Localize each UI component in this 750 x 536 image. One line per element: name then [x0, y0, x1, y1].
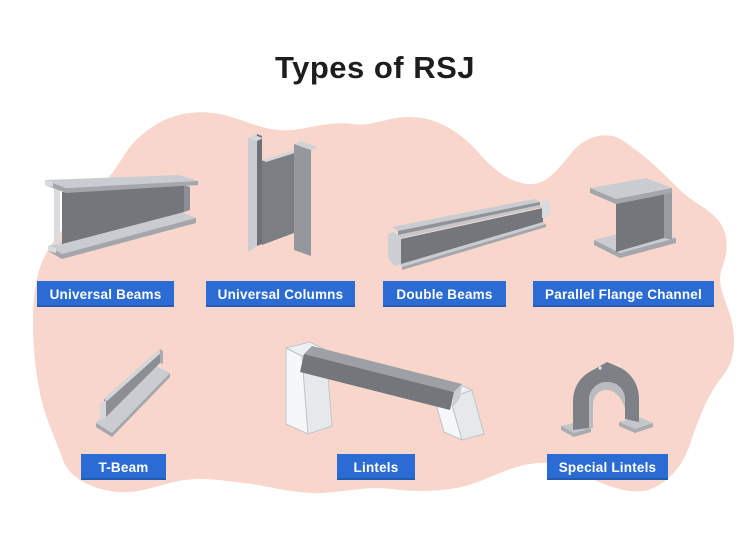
- lintel-illustration: [284, 341, 485, 441]
- label-text: Universal Columns: [217, 286, 344, 302]
- universal-column-illustration: [248, 134, 318, 256]
- universal-beam-illustration: [45, 175, 198, 259]
- label-parallel-flange-channel: Parallel Flange Channel: [533, 281, 714, 307]
- label-universal-columns: Universal Columns: [206, 281, 355, 307]
- special-lintel-illustration: [561, 362, 653, 437]
- label-text: Double Beams: [396, 286, 493, 302]
- lintel-beam: [300, 346, 462, 410]
- label-text: Parallel Flange Channel: [545, 286, 702, 302]
- bolt-hole-right: [617, 363, 621, 367]
- page-title: Types of RSJ: [274, 50, 476, 85]
- label-text: Special Lintels: [558, 459, 657, 475]
- label-text: Lintels: [353, 459, 399, 475]
- bolt-hole-left: [598, 366, 602, 370]
- label-lintels: Lintels: [337, 454, 415, 480]
- label-double-beams: Double Beams: [383, 281, 506, 307]
- label-universal-beams: Universal Beams: [37, 281, 174, 307]
- label-t-beam: T-Beam: [81, 454, 166, 480]
- t-beam-illustration: [96, 349, 170, 437]
- double-beam-illustration: [388, 199, 550, 270]
- label-special-lintels: Special Lintels: [547, 454, 668, 480]
- parallel-flange-channel-illustration: [590, 178, 676, 258]
- label-text: Universal Beams: [49, 286, 162, 302]
- label-text: T-Beam: [98, 459, 149, 475]
